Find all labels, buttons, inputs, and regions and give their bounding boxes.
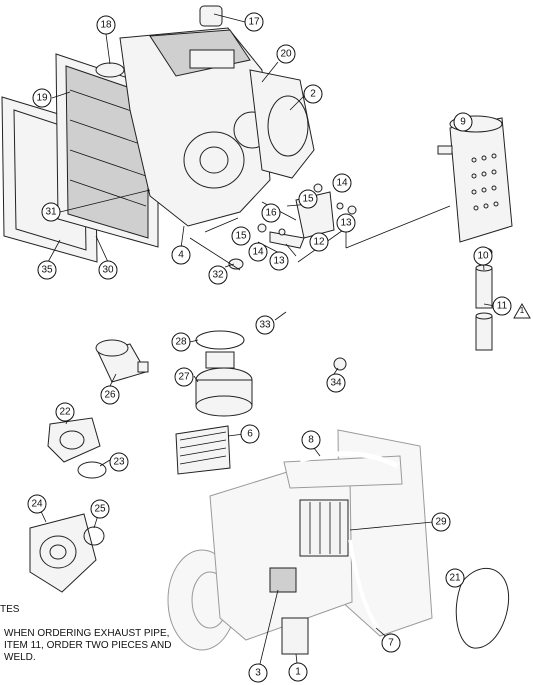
intake-manifold bbox=[299, 499, 349, 557]
water-pump bbox=[29, 513, 105, 593]
svg-text:30: 30 bbox=[102, 265, 114, 276]
callout-33: 33 bbox=[255, 315, 275, 335]
callout-13b: 13 bbox=[269, 251, 289, 271]
svg-text:24: 24 bbox=[31, 499, 43, 510]
svg-text:15: 15 bbox=[302, 194, 314, 205]
svg-text:34: 34 bbox=[330, 378, 342, 389]
svg-text:13: 13 bbox=[340, 218, 352, 229]
svg-text:6: 6 bbox=[247, 429, 253, 440]
svg-text:32: 32 bbox=[212, 270, 224, 281]
svg-text:29: 29 bbox=[435, 517, 447, 528]
callout-26: 26 bbox=[100, 385, 120, 405]
callout-11: 11 bbox=[492, 296, 512, 316]
callout-3: 3 bbox=[248, 663, 268, 683]
callout-32: 32 bbox=[208, 265, 228, 285]
callout-9: 9 bbox=[453, 112, 473, 132]
svg-text:17: 17 bbox=[248, 17, 260, 28]
callout-1: 1 bbox=[288, 662, 308, 682]
svg-text:25: 25 bbox=[94, 504, 106, 515]
svg-text:9: 9 bbox=[460, 117, 466, 128]
callout-14a: 14 bbox=[332, 173, 352, 193]
svg-text:8: 8 bbox=[308, 435, 314, 446]
svg-text:11: 11 bbox=[497, 301, 508, 312]
oil-pressure-sender bbox=[95, 339, 149, 383]
callout-28: 28 bbox=[171, 332, 191, 352]
svg-text:26: 26 bbox=[104, 390, 116, 401]
fuel-filler bbox=[199, 5, 223, 27]
callout-25: 25 bbox=[90, 499, 110, 519]
svg-text:18: 18 bbox=[100, 20, 112, 31]
callout-22: 22 bbox=[55, 402, 75, 422]
svg-text:13: 13 bbox=[273, 256, 285, 267]
oil-filter bbox=[195, 330, 253, 417]
callout-10: 10 bbox=[473, 246, 493, 266]
callout-24: 24 bbox=[27, 494, 47, 514]
svg-text:23: 23 bbox=[113, 457, 125, 468]
svg-text:7: 7 bbox=[388, 638, 394, 649]
notes-body: WHEN ORDERING EXHAUST PIPE, ITEM 11, ORD… bbox=[4, 628, 172, 663]
muffler bbox=[437, 115, 513, 257]
svg-text:27: 27 bbox=[178, 372, 190, 383]
engine-block-upper bbox=[119, 5, 315, 227]
svg-text:4: 4 bbox=[178, 250, 184, 261]
engine-lower-ghost bbox=[167, 429, 433, 655]
callout-21: 21 bbox=[445, 568, 465, 588]
callout-17: 17 bbox=[244, 12, 264, 32]
svg-text:10: 10 bbox=[477, 251, 489, 262]
fan-belt bbox=[455, 567, 510, 649]
exhaust-pipe bbox=[475, 264, 493, 351]
note-flag-number: 1 bbox=[520, 306, 525, 315]
callout-20: 20 bbox=[276, 44, 296, 64]
svg-text:14: 14 bbox=[252, 247, 264, 258]
svg-text:15: 15 bbox=[235, 231, 247, 242]
callout-27: 27 bbox=[174, 367, 194, 387]
svg-text:20: 20 bbox=[280, 49, 292, 60]
callout-15a: 15 bbox=[298, 189, 318, 209]
svg-text:22: 22 bbox=[59, 407, 71, 418]
callout-30: 30 bbox=[98, 260, 118, 280]
svg-text:35: 35 bbox=[41, 265, 53, 276]
callout-23: 23 bbox=[109, 452, 129, 472]
callout-35: 35 bbox=[37, 260, 57, 280]
callout-8: 8 bbox=[301, 430, 321, 450]
callout-19: 19 bbox=[32, 88, 52, 108]
starter-solenoid bbox=[269, 567, 297, 593]
callout-15b: 15 bbox=[231, 226, 251, 246]
svg-text:16: 16 bbox=[265, 208, 277, 219]
fuel-pump bbox=[47, 417, 107, 479]
callout-29: 29 bbox=[431, 512, 451, 532]
hose-33 bbox=[228, 258, 347, 371]
svg-text:33: 33 bbox=[259, 320, 271, 331]
svg-text:31: 31 bbox=[45, 207, 57, 218]
callout-2: 2 bbox=[303, 84, 323, 104]
valve-cover-label bbox=[189, 49, 235, 69]
radiator-cap bbox=[95, 62, 125, 78]
notes-heading: TES bbox=[0, 604, 20, 615]
alternator bbox=[183, 131, 245, 189]
oil-filter-lower bbox=[281, 617, 309, 655]
svg-text:14: 14 bbox=[336, 178, 348, 189]
callout-6: 6 bbox=[240, 424, 260, 444]
callout-18: 18 bbox=[96, 15, 116, 35]
svg-text:21: 21 bbox=[449, 573, 461, 584]
callout-13a: 13 bbox=[336, 213, 356, 233]
callout-34: 34 bbox=[326, 373, 346, 393]
svg-text:19: 19 bbox=[36, 93, 48, 104]
callout-31: 31 bbox=[41, 202, 61, 222]
callout-14b: 14 bbox=[248, 242, 268, 262]
callout-4: 4 bbox=[171, 245, 191, 265]
air-filter-element bbox=[175, 425, 231, 475]
callout-7: 7 bbox=[381, 633, 401, 653]
svg-text:2: 2 bbox=[310, 89, 316, 100]
svg-text:3: 3 bbox=[255, 668, 261, 679]
svg-text:12: 12 bbox=[313, 237, 325, 248]
callout-16: 16 bbox=[261, 203, 281, 223]
svg-text:28: 28 bbox=[175, 337, 187, 348]
callout-12: 12 bbox=[309, 232, 329, 252]
svg-text:1: 1 bbox=[295, 667, 301, 678]
note-flag-triangle bbox=[513, 302, 531, 319]
